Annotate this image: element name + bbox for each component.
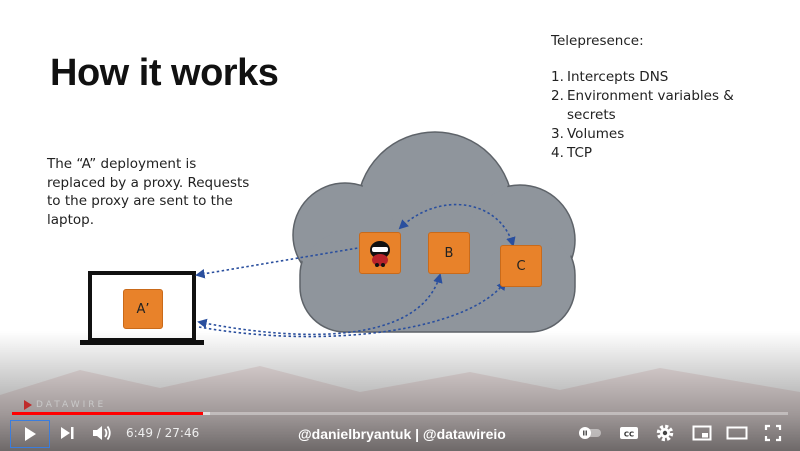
autoplay-toggle[interactable] (577, 420, 603, 446)
player-controls: 6:49 / 27:46 @danielbryantuk | @datawire… (0, 404, 800, 451)
telepresence-mascot-icon (370, 241, 390, 267)
presenter-handle: @danielbryantuk | @datawireio (298, 426, 506, 442)
fullscreen-icon (764, 424, 782, 442)
telepresence-list: 1.Intercepts DNS 2.Environment variables… (551, 68, 751, 163)
time-display: 6:49 / 27:46 (126, 426, 200, 440)
volume-button[interactable] (88, 420, 116, 446)
proxy-box (359, 232, 401, 274)
telepresence-heading: Telepresence: (551, 33, 644, 49)
svg-text:CC: CC (624, 431, 634, 439)
fullscreen-button[interactable] (760, 420, 786, 446)
theater-mode-button[interactable] (724, 420, 750, 446)
progress-bar[interactable] (12, 412, 788, 415)
progress-played (12, 412, 203, 415)
box-b: B (428, 232, 470, 274)
list-item: 1.Intercepts DNS (551, 69, 669, 85)
list-item: 2.Environment variables & secrets (551, 88, 734, 123)
brand-mark-icon (24, 400, 32, 410)
next-icon (61, 427, 74, 439)
arrow-laptop-to-proxy (195, 247, 359, 279)
settings-button[interactable] (652, 420, 678, 446)
miniplayer-button[interactable] (689, 420, 715, 446)
captions-icon: CC (620, 427, 638, 439)
play-icon (25, 427, 36, 441)
list-item: 3.Volumes (551, 126, 625, 142)
box-c: C (500, 245, 542, 287)
arrow-proxy-to-c (398, 203, 516, 247)
slide-title: How it works (50, 52, 279, 94)
box-a-prime: A’ (123, 289, 163, 329)
brand-logo: DATAWIRE (24, 400, 106, 410)
theater-mode-icon (726, 426, 748, 440)
captions-button[interactable]: CC (616, 420, 642, 446)
settings-icon (656, 424, 674, 442)
list-item: 4.TCP (551, 145, 593, 161)
play-button[interactable] (10, 420, 50, 448)
slide-description: The “A” deployment is replaced by a prox… (47, 156, 250, 228)
next-button[interactable] (54, 420, 80, 446)
autoplay-toggle-icon (579, 427, 601, 439)
volume-icon (93, 425, 111, 441)
miniplayer-icon (692, 425, 712, 441)
